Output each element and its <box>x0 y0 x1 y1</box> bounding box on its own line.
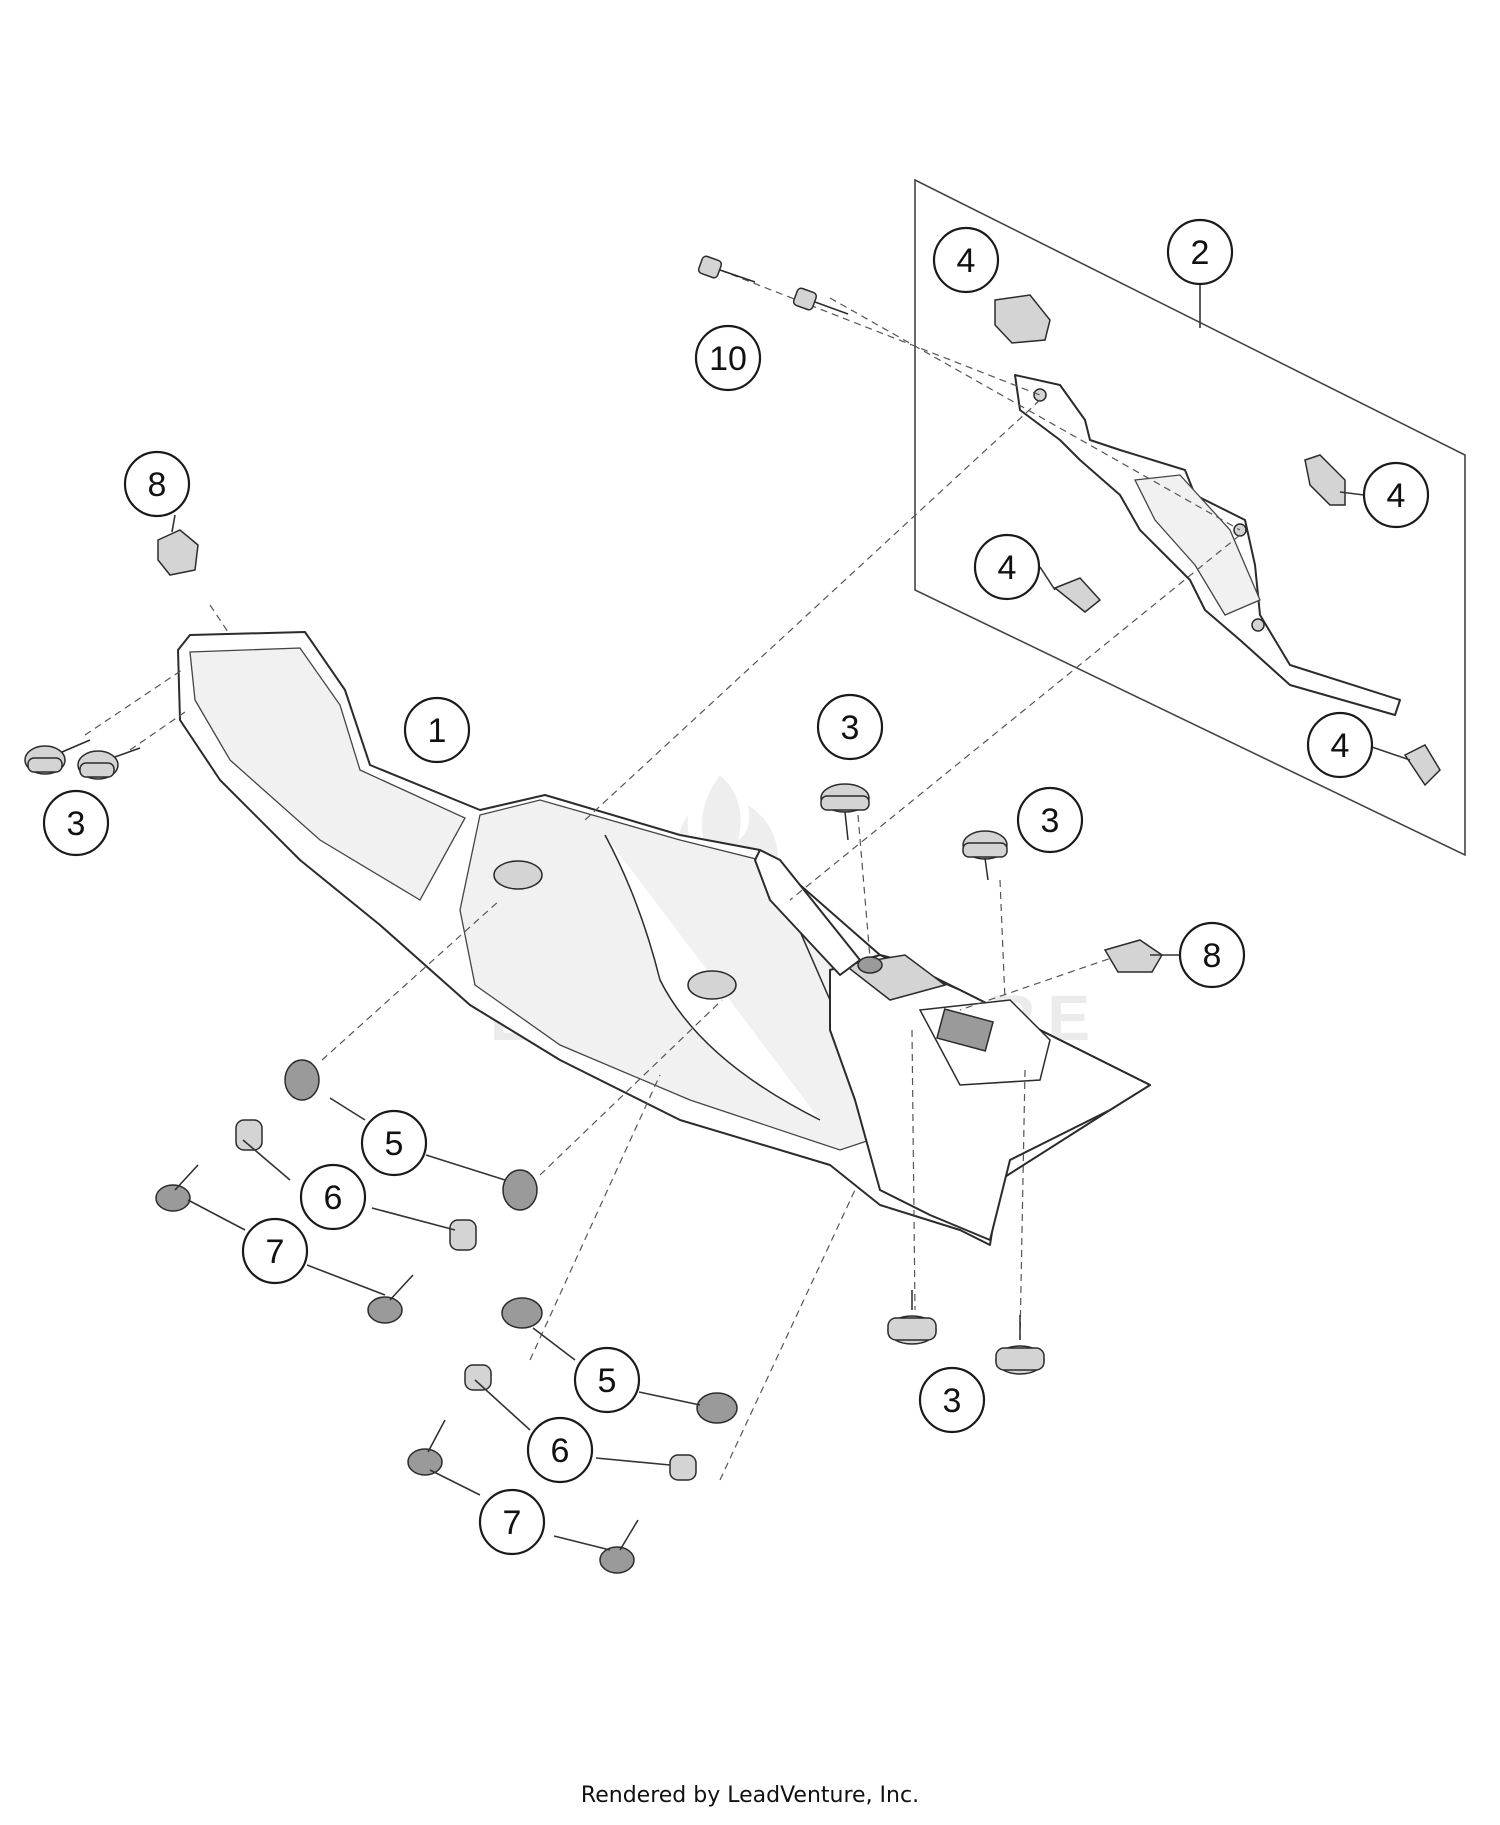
clip-nut <box>1103 939 1164 973</box>
mount-block <box>936 1008 994 1052</box>
rubber-buffer <box>962 830 1008 881</box>
callout-label: 7 <box>503 1504 522 1542</box>
clip-group <box>994 294 1441 787</box>
clip-nut-group <box>157 529 1164 973</box>
mount-pad-hole <box>857 956 883 974</box>
skid-plate-hole-right <box>687 970 737 1000</box>
callout-label: 7 <box>266 1233 285 1271</box>
callout-label: 8 <box>148 466 167 504</box>
collar-screw-group <box>155 1164 639 1574</box>
rubber-buffer <box>24 739 91 775</box>
mounting-bracket <box>1014 374 1401 716</box>
callout-label: 4 <box>1387 477 1406 515</box>
callout-label: 6 <box>551 1432 570 1470</box>
rubber-buffer <box>820 783 870 841</box>
callout-3: 3 <box>1016 786 1084 854</box>
rubber-buffer <box>77 747 141 780</box>
collar-screw <box>367 1274 414 1324</box>
grommet <box>284 1059 320 1101</box>
grommet <box>501 1297 543 1329</box>
callout-label: 4 <box>957 242 976 280</box>
grommet-group <box>284 1059 738 1424</box>
callout-2: 2 <box>1166 218 1234 286</box>
skid-plate <box>177 631 1151 1246</box>
callout-8: 8 <box>123 450 191 518</box>
callout-label: 5 <box>598 1362 617 1400</box>
callout-3: 3 <box>42 789 110 857</box>
callout-label: 6 <box>324 1179 343 1217</box>
clip <box>1403 744 1441 787</box>
callout-label: 3 <box>841 709 860 747</box>
callout-label: 8 <box>1203 937 1222 975</box>
callout-4: 4 <box>1362 461 1430 529</box>
callout-label: 3 <box>1041 802 1060 840</box>
callout-5: 5 <box>573 1346 641 1414</box>
skid-plate-hole-left <box>493 860 543 890</box>
bushing <box>235 1119 263 1151</box>
callout-3: 3 <box>816 693 884 761</box>
callout-3: 3 <box>918 1366 986 1434</box>
callout-label: 4 <box>1331 727 1350 765</box>
clip <box>1304 454 1346 506</box>
exploded-parts-diagram: LEADVENTURE <box>24 178 1466 1574</box>
callout-label: 4 <box>998 549 1017 587</box>
collar-screw <box>407 1419 446 1476</box>
callout-label: 5 <box>385 1125 404 1163</box>
clip <box>994 294 1051 344</box>
callout-6: 6 <box>526 1416 594 1484</box>
callout-label: 3 <box>943 1382 962 1420</box>
callout-7: 7 <box>241 1217 309 1285</box>
collar-screw <box>155 1164 199 1212</box>
rubber-buffer-group <box>24 739 1045 1375</box>
bushing <box>464 1364 492 1391</box>
screw <box>792 287 849 315</box>
bushing-group <box>235 1119 697 1481</box>
callout-label: 3 <box>67 805 86 843</box>
leader-lines <box>171 285 1411 1551</box>
callout-7: 7 <box>478 1488 546 1556</box>
callout-4: 4 <box>973 533 1041 601</box>
callout-10: 10 <box>694 324 762 392</box>
rubber-buffer <box>995 1315 1045 1375</box>
callout-4: 4 <box>1306 711 1374 779</box>
callout-label: 10 <box>709 340 747 378</box>
callout-4: 4 <box>932 226 1000 294</box>
clip-nut <box>157 529 199 576</box>
callout-label: 1 <box>428 712 447 750</box>
callout-5: 5 <box>360 1109 428 1177</box>
assembly-lines <box>84 269 1241 1481</box>
callout-6: 6 <box>299 1163 367 1231</box>
screw <box>697 255 756 283</box>
footer-credit: Rendered by LeadVenture, Inc. <box>580 1783 920 1808</box>
callout-1: 1 <box>403 696 471 764</box>
clip <box>1053 577 1102 613</box>
rubber-buffer <box>887 1290 937 1345</box>
bushing <box>449 1219 477 1251</box>
collar-screw <box>599 1519 639 1574</box>
grommet <box>502 1169 538 1211</box>
screw-group <box>697 255 849 315</box>
bushing <box>669 1454 697 1481</box>
callout-8: 8 <box>1178 921 1246 989</box>
callout-label: 2 <box>1191 234 1210 272</box>
grommet <box>696 1392 738 1424</box>
